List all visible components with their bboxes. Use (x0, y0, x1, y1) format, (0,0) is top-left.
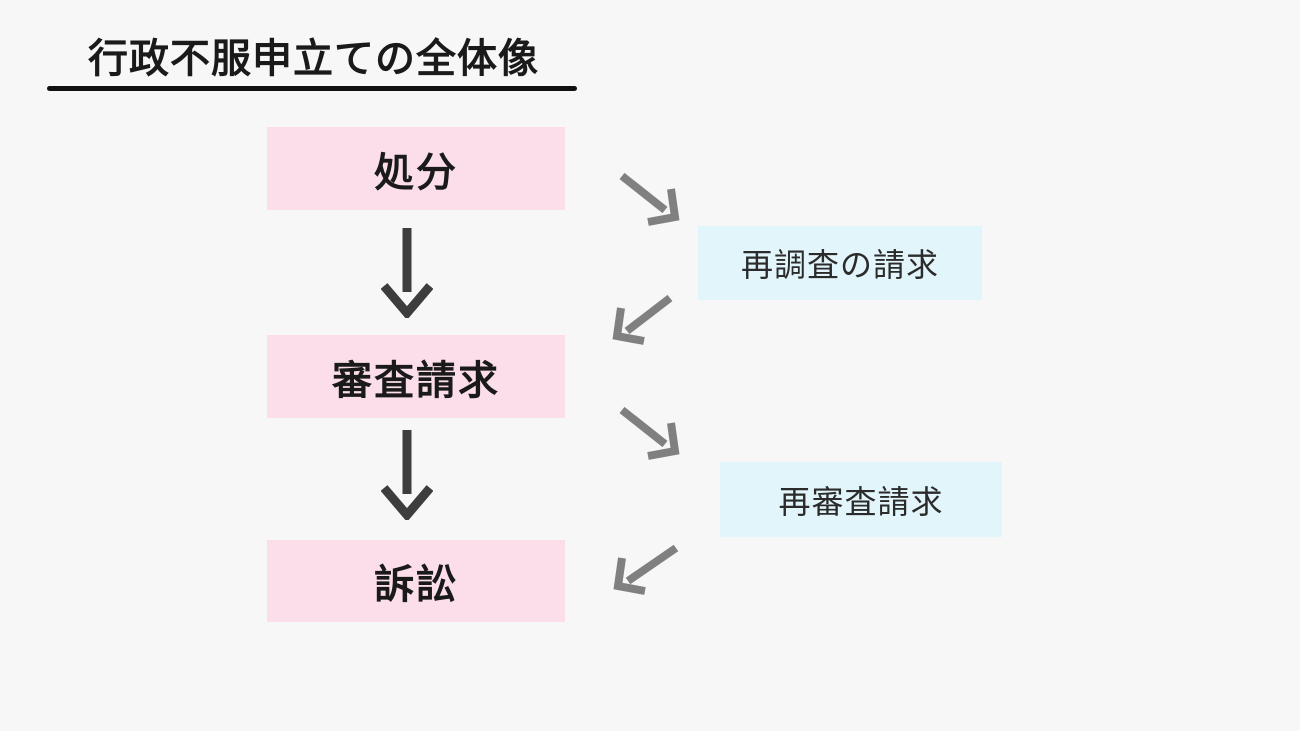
title-underline (47, 86, 577, 91)
page-title: 行政不服申立ての全体像 (88, 37, 539, 81)
arrow-down-right-icon (616, 406, 680, 462)
arrow-down-left-icon (612, 544, 682, 596)
arrow-down-right-icon (616, 172, 680, 228)
arrow-down-icon (381, 226, 433, 318)
step-box-request-for-review: 審査請求 (267, 335, 565, 418)
arrow-down-left-icon (612, 294, 676, 346)
arrow-down-icon (381, 428, 433, 520)
side-box-request-for-reexamination: 再審査請求 (720, 462, 1002, 537)
step-box-disposition: 処分 (267, 127, 565, 210)
step-box-litigation: 訴訟 (267, 540, 565, 622)
side-box-request-for-reinvestigation: 再調査の請求 (698, 226, 982, 300)
